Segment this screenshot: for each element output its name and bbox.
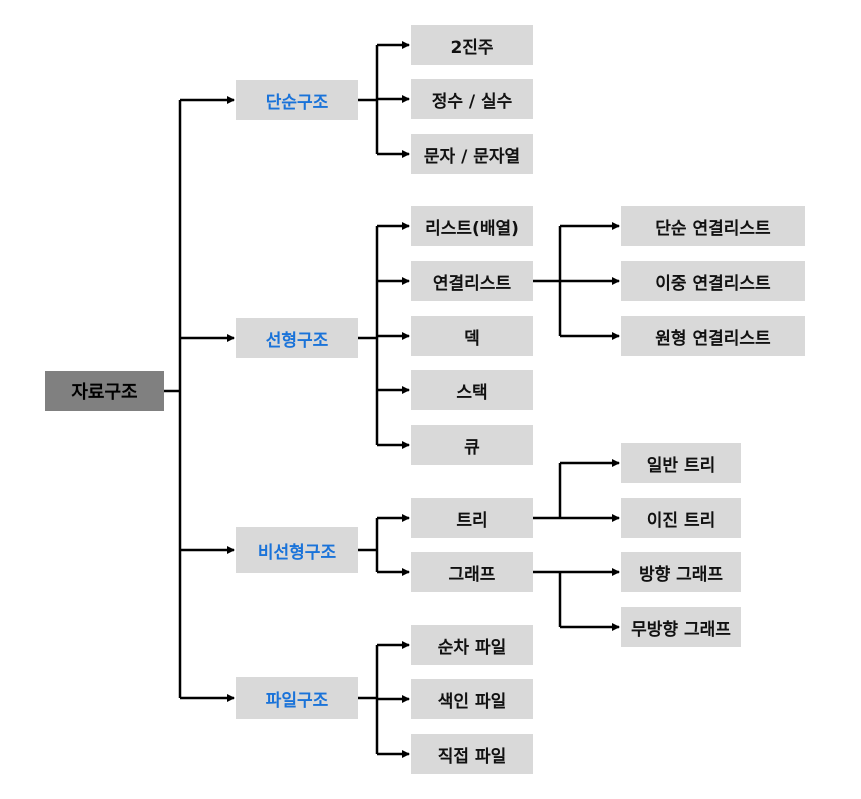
item-queue: 큐 (411, 425, 533, 465)
item-deque: 덱 (411, 316, 533, 356)
category-nonlinear: 비선형구조 (236, 527, 358, 573)
item-undirected-graph: 무방향 그래프 (621, 607, 741, 647)
item-singly-linked-list: 단순 연결리스트 (621, 206, 805, 246)
item-direct-file: 직접 파일 (411, 734, 533, 774)
category-file: 파일구조 (236, 677, 358, 719)
category-linear: 선형구조 (236, 318, 358, 358)
item-doubly-linked-list: 이중 연결리스트 (621, 261, 805, 301)
root-node: 자료구조 (45, 371, 164, 411)
category-simple: 단순구조 (236, 80, 358, 120)
item-char-string: 문자 / 문자열 (411, 134, 533, 174)
item-tree: 트리 (411, 498, 533, 538)
item-directed-graph: 방향 그래프 (621, 552, 741, 592)
item-linked-list: 연결리스트 (411, 261, 533, 301)
item-sequential-file: 순차 파일 (411, 625, 533, 665)
item-binary-tree: 이진 트리 (621, 498, 741, 538)
item-stack: 스택 (411, 370, 533, 410)
item-binary: 2진주 (411, 25, 533, 65)
item-general-tree: 일반 트리 (621, 443, 741, 483)
item-integer-real: 정수 / 실수 (411, 79, 533, 119)
item-indexed-file: 색인 파일 (411, 679, 533, 719)
item-circular-linked-list: 원형 연결리스트 (621, 316, 805, 356)
item-list-array: 리스트(배열) (411, 206, 533, 246)
item-graph: 그래프 (411, 552, 533, 592)
